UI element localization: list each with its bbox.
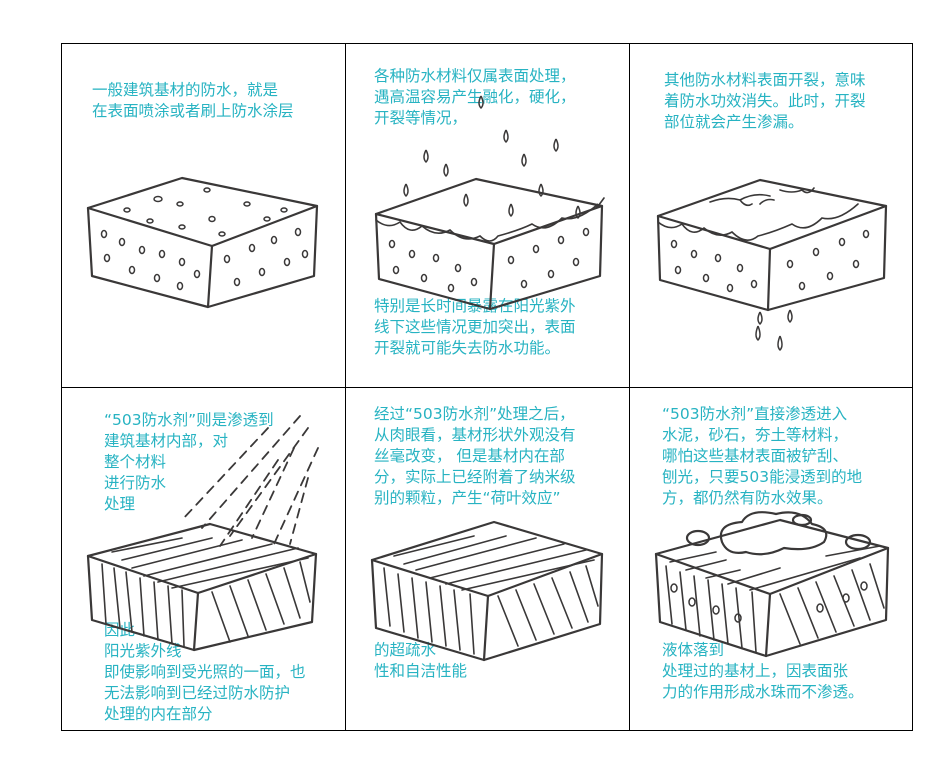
coated-block-icon [86,176,319,309]
panel2-caption-bottom: 特别是长时间暴露在阳光紫外 线下这些情况更加突出，表面 开裂就可能失去防水功能。 [374,297,576,357]
comic-grid: 一般建筑基材的防水，就是 在表面喷涂或者刷上防水涂层 各种防水材料仅属表面处理，… [61,43,913,731]
panel-penetration: “503防水剂”则是渗透到 建筑基材内部，对 整个材料 进行防水 处理 因此 阳… [62,388,345,732]
panel-surface-melting: 各种防水材料仅属表面处理， 遇高温容易产生融化，硬化， 开裂等情况， 特别是长时… [346,44,629,387]
water-bead-block-icon [654,511,890,658]
panel1-caption: 一般建筑基材的防水，就是 在表面喷涂或者刷上防水涂层 [92,81,294,120]
panel4-caption-top: “503防水剂”则是渗透到 建筑基材内部，对 整个材料 进行防水 处理 [104,411,274,513]
melting-coated-block-icon [374,95,605,311]
panel5-caption-top: 经过“503防水剂”处理之后， 从肉眼看，基材形状外观没有 丝毫改变， 但是基材… [374,405,576,507]
panel2-caption-top: 各种防水材料仅属表面处理， 遇高温容易产生融化，硬化， 开裂等情况， [374,67,576,127]
treated-block-icon [370,520,604,662]
penetrated-block-icon [86,415,319,652]
panel6-caption-top: “503防水剂”直接渗透进入 水泥，砂石，夯土等材料， 哪怕这些基材表面被铲刮、… [662,405,863,507]
panel-water-beading: “503防水剂”直接渗透进入 水泥，砂石，夯土等材料， 哪怕这些基材表面被铲刮、… [630,388,914,732]
panel-surface-cracking: 其他防水材料表面开裂，意味 着防水功效消失。此时，开裂 部位就会产生渗漏。 [630,44,914,387]
panel-lotus-effect: 经过“503防水剂”处理之后， 从肉眼看，基材形状外观没有 丝毫改变， 但是基材… [346,388,629,732]
cracked-leaking-block-icon [656,178,888,352]
panel-ordinary-coating: 一般建筑基材的防水，就是 在表面喷涂或者刷上防水涂层 [62,44,345,387]
panel5-caption-bottom: 的超疏水 性和自洁性能 [374,641,468,680]
panel4-caption-bottom: 因此 阳光紫外线 即使影响到受光照的一面，也 无法影响到已经过防水防护 处理的内… [104,621,306,723]
grid-divider-h [62,387,912,388]
panel6-caption-bottom: 液体落到 处理过的基材上，因表面张 力的作用形成水珠而不渗透。 [662,641,864,701]
panel3-caption: 其他防水材料表面开裂，意味 着防水功效消失。此时，开裂 部位就会产生渗漏。 [664,71,866,131]
